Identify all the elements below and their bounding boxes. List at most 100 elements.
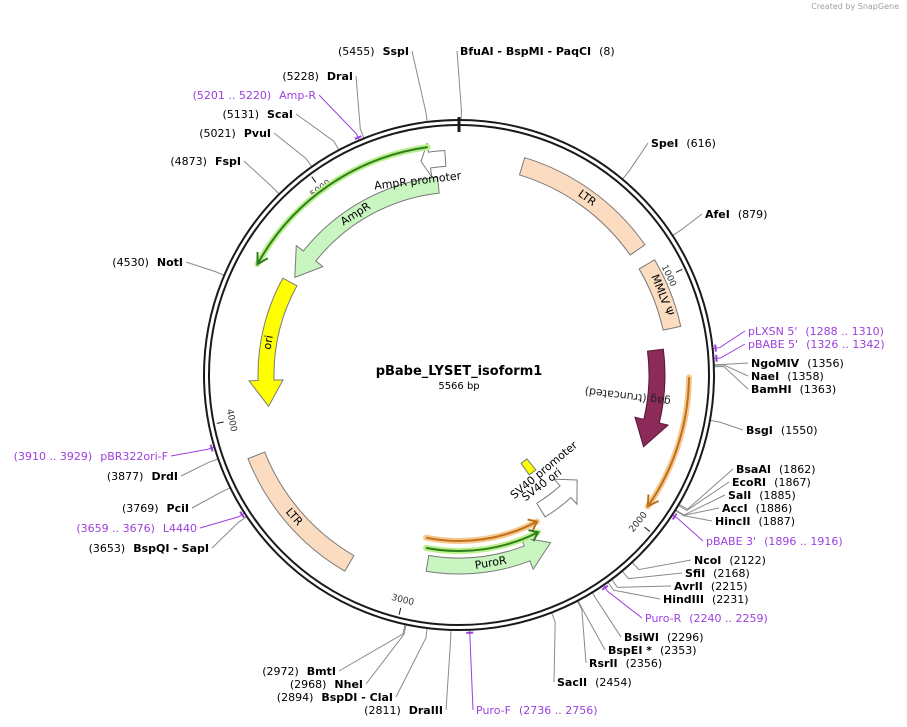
site-label-bspei[interactable]: BspEI *(2353) xyxy=(608,644,697,657)
site-label-noti[interactable]: (4530)NotI xyxy=(112,256,183,269)
site-labels: SpeI(616) AfeI(879) pLXSN 5'(1288 .. 1310)… xyxy=(14,45,885,717)
leader-hincii xyxy=(674,509,713,522)
leader-l4440 xyxy=(199,512,245,529)
leader-fspi xyxy=(243,160,280,195)
leader-scai xyxy=(295,113,340,151)
tick-3000 xyxy=(398,607,402,615)
site-label-draiii[interactable]: (2811)DraIII xyxy=(364,704,443,717)
site-label-fspi[interactable]: (4873)FspI xyxy=(170,155,241,168)
leader-puro-f xyxy=(469,629,474,711)
site-label-pcii[interactable]: (3769)PciI xyxy=(122,502,189,515)
site-label-rsrii[interactable]: RsrII(2356) xyxy=(589,657,662,670)
leader-pbr322ori xyxy=(170,446,215,457)
site-label-drai[interactable]: (5228)DraI xyxy=(282,70,353,83)
orf-puro-a-arrowhead xyxy=(528,529,540,542)
leader-hindiii xyxy=(607,581,661,600)
site-label-hincii[interactable]: HincII(1887) xyxy=(715,515,795,528)
site-label-amp-r-primer[interactable]: (5201 .. 5220)Amp-R xyxy=(193,89,317,102)
site-label-acci[interactable]: AccI(1886) xyxy=(722,502,792,515)
site-label-hindiii[interactable]: HindIII(2231) xyxy=(663,593,749,606)
leader-puro-r-primer xyxy=(602,584,643,619)
leader-bsaai xyxy=(678,468,734,510)
site-label-sacii[interactable]: SacII(2454) xyxy=(557,676,632,689)
tick-5000 xyxy=(311,176,317,183)
site-label-sali[interactable]: SalI(1885) xyxy=(728,489,796,502)
feature-sv40-promoter[interactable] xyxy=(536,478,578,518)
site-label-sspi[interactable]: (5455)SspI xyxy=(338,45,409,58)
site-label-bmti[interactable]: (2972)BmtI xyxy=(262,665,336,678)
leader-bamhi xyxy=(713,365,749,390)
site-label-pbr322ori[interactable]: (3910 .. 3929)pBR322ori-F xyxy=(14,450,168,463)
site-label-scai[interactable]: (5131)ScaI xyxy=(222,108,293,121)
leader-sspi xyxy=(411,50,428,123)
site-label-plxsn5[interactable]: pLXSN 5'(1288 .. 1310) xyxy=(748,325,884,338)
leader-pvui xyxy=(273,132,313,168)
snapgene-brand: SnapGene xyxy=(857,2,899,11)
feature-ori[interactable] xyxy=(248,277,298,408)
feature-gag[interactable] xyxy=(634,348,670,448)
site-label-bsaai[interactable]: BsaAI(1862) xyxy=(736,463,816,476)
leader-draiii xyxy=(445,629,452,711)
leader-pcii xyxy=(191,487,231,509)
site-label-l4440[interactable]: (3659 .. 3676)L4440 xyxy=(76,522,197,535)
leader-sfii xyxy=(621,570,683,580)
site-label-sfii[interactable]: SfiI(2168) xyxy=(685,567,750,580)
leader-bfuai xyxy=(456,50,462,121)
tick-1000 xyxy=(675,268,683,273)
leader-pbabe5 xyxy=(713,343,746,359)
leader-bsiwi xyxy=(591,592,622,638)
leader-spei xyxy=(621,142,649,180)
site-label-ngomiv[interactable]: NgoMIV(1356) xyxy=(751,357,844,370)
leader-bspei xyxy=(577,600,606,651)
site-label-nhei[interactable]: (2968)NheI xyxy=(290,678,363,691)
orf-puro-a xyxy=(425,531,539,552)
site-label-puro-f[interactable]: Puro-F(2736 .. 2756) xyxy=(476,704,598,717)
leader-bspdi xyxy=(395,627,428,698)
orf-gag-line-arrowhead xyxy=(646,494,660,509)
plasmid-length: 5566 bp xyxy=(438,381,479,392)
site-label-spei[interactable]: SpeI(616) xyxy=(651,137,716,150)
orf-puro-b xyxy=(425,520,538,542)
leader-drai xyxy=(355,75,365,139)
feature-ltr-2[interactable] xyxy=(247,451,355,572)
site-label-ecori[interactable]: EcoRI(1867) xyxy=(732,476,811,489)
feature-ampr-promoter[interactable] xyxy=(420,143,447,178)
site-label-bfuai[interactable]: BfuAI - BspMI - PaqCI(8) xyxy=(460,45,615,58)
orf-puro-b-arrowhead xyxy=(527,518,539,531)
site-label-puro-r-primer[interactable]: Puro-R(2240 .. 2259) xyxy=(645,612,768,625)
site-label-drdi[interactable]: (3877)DrdI xyxy=(107,470,178,483)
orf-gag-line xyxy=(646,377,690,507)
site-label-ncoi[interactable]: NcoI(2122) xyxy=(694,554,766,567)
feature-ltr-1[interactable] xyxy=(518,157,646,256)
orf-track xyxy=(254,144,692,554)
site-label-bspdi[interactable]: (2894)BspDI - ClaI xyxy=(277,691,393,704)
feature-puro-r[interactable] xyxy=(425,536,552,575)
orf-amp xyxy=(256,146,428,265)
leader-naei xyxy=(713,364,749,377)
leader-amp-r-primer xyxy=(318,94,360,141)
site-label-afei[interactable]: AfeI(879) xyxy=(705,208,767,221)
site-label-bsgi[interactable]: BsgI(1550) xyxy=(746,424,817,437)
site-label-pvui[interactable]: (5021)PvuI xyxy=(199,127,271,140)
site-label-pbabe5[interactable]: pBABE 5'(1326 .. 1342) xyxy=(748,338,885,351)
leader-pbabe3 xyxy=(671,514,704,542)
snapgene-credit: Created by SnapGene xyxy=(811,2,899,11)
site-label-pbabe3[interactable]: pBABE 3'(1896 .. 1916) xyxy=(706,535,843,548)
feature-amp-r[interactable] xyxy=(294,176,440,279)
leader-bmti xyxy=(338,624,406,672)
orf-amp-glow xyxy=(254,144,431,268)
leader-drdi xyxy=(180,458,219,477)
tick-4000 xyxy=(216,421,224,424)
feature-mmlv-psi[interactable] xyxy=(638,259,682,331)
leader-ecori xyxy=(677,481,730,512)
site-label-naei[interactable]: NaeI(1358) xyxy=(751,370,824,383)
site-label-bsiwi[interactable]: BsiWI(2296) xyxy=(624,631,704,644)
site-label-bspqi[interactable]: (3653)BspQI - SapI xyxy=(89,542,209,555)
feature-sv40-ori[interactable] xyxy=(520,458,537,476)
site-label-avrii[interactable]: AvrII(2215) xyxy=(674,580,747,593)
leader-sacii xyxy=(551,612,556,683)
leader-ngomiv xyxy=(713,362,749,366)
site-label-bamhi[interactable]: BamHI(1363) xyxy=(751,383,836,396)
